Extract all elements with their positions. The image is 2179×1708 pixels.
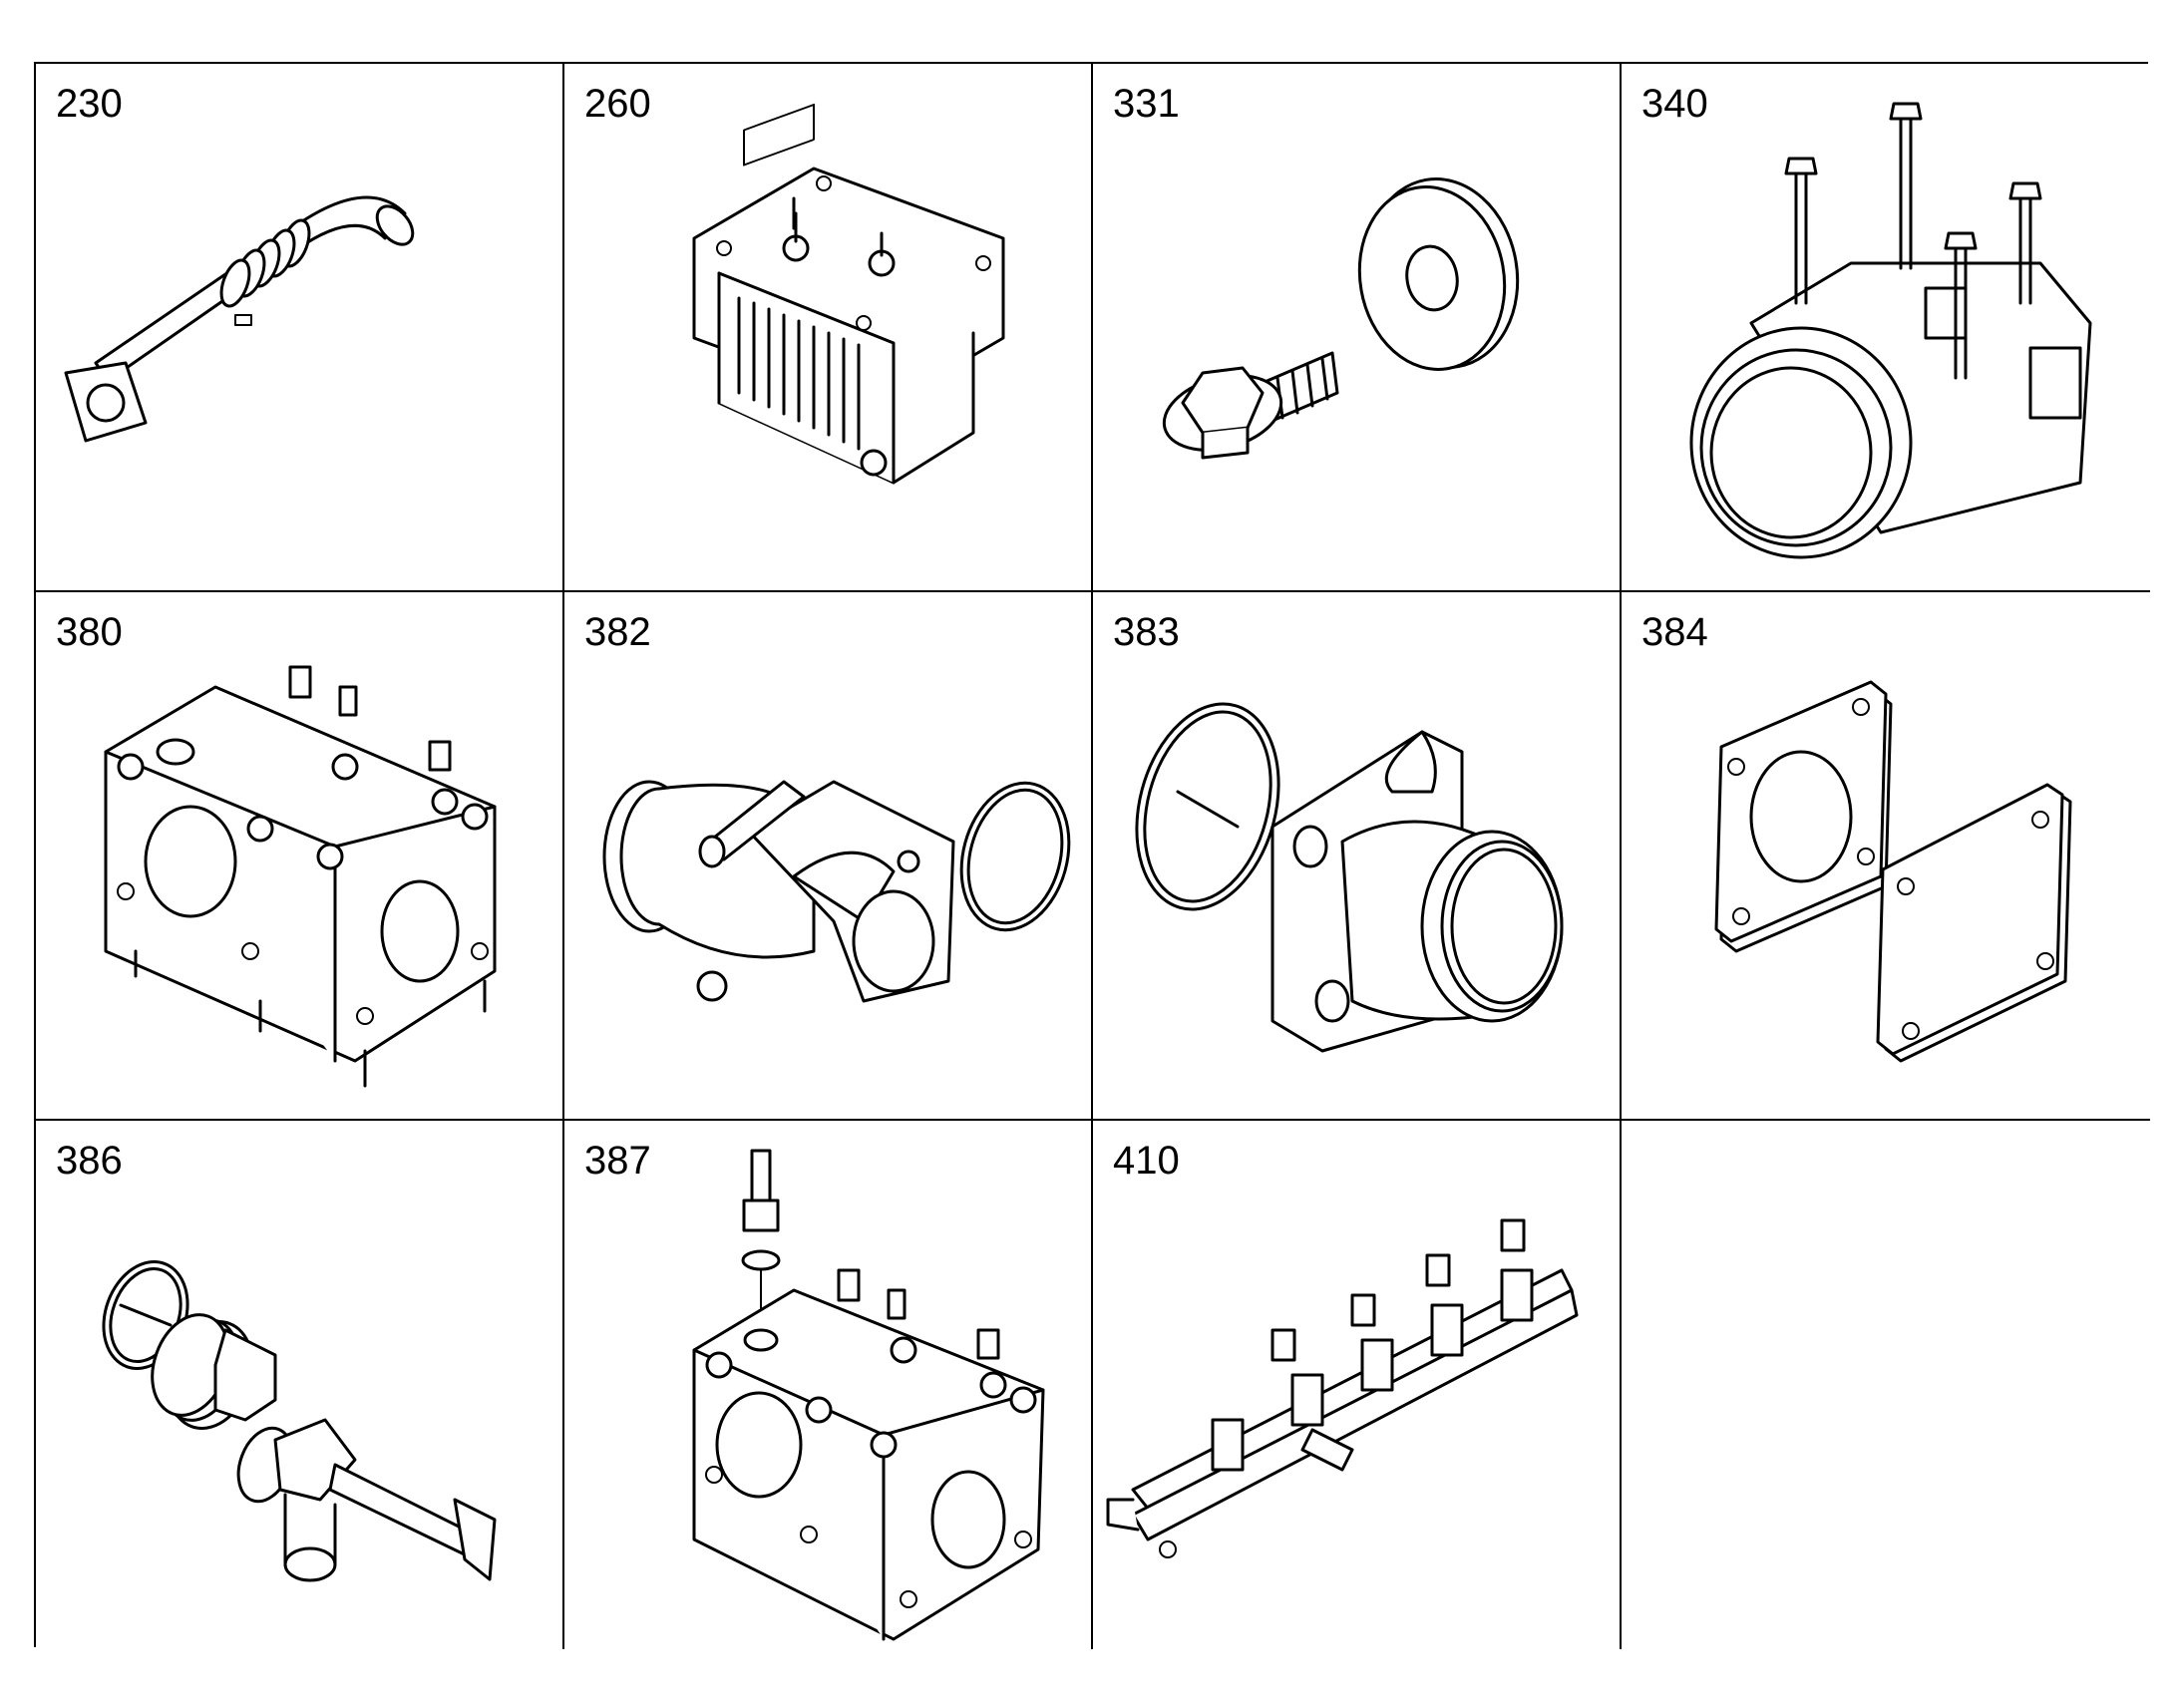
part-number: 260 [584,82,651,126]
part-cell-387[interactable]: 387 [564,1121,1093,1649]
exhaust-manifold-icon [1106,1218,1579,1558]
drain-cock-icon [102,1260,497,1582]
gasket-plate-icon [1714,680,2072,1063]
cooler-plate-icon [692,103,1005,485]
outlet-housing-icon [1135,702,1564,1053]
part-number: 384 [1641,610,1708,654]
part-cell-384[interactable]: 384 [1622,592,2150,1121]
part-cell-383[interactable]: 383 [1093,592,1622,1121]
part-cell-260[interactable]: 260 [564,64,1093,592]
part-cell-340[interactable]: 340 [1622,64,2150,592]
pipe-assembly-icon [64,195,415,443]
parts-grid: 230 260 [34,62,2150,1649]
elbow-housing-icon [602,780,1071,1003]
empty-cell [1622,1121,2150,1649]
part-number: 386 [56,1139,123,1183]
bolt-washer-icon [1162,177,1520,460]
compressor-icon [1689,102,2092,559]
part-number: 331 [1113,82,1180,126]
part-cell-230[interactable]: 230 [36,64,564,592]
part-cell-382[interactable]: 382 [564,592,1093,1121]
part-cell-331[interactable]: 331 [1093,64,1622,592]
part-cell-380[interactable]: 380 [36,592,564,1121]
part-number: 410 [1113,1139,1180,1183]
part-cell-410[interactable]: 410 [1093,1121,1622,1649]
part-number: 387 [584,1139,651,1183]
thermostat-housing-icon [104,665,497,1088]
part-number: 383 [1113,610,1180,654]
housing-nipple-icon [692,1149,1045,1641]
part-cell-386[interactable]: 386 [36,1121,564,1649]
part-number: 380 [56,610,123,654]
part-number: 340 [1641,82,1708,126]
part-number: 230 [56,82,123,126]
part-number: 382 [584,610,651,654]
